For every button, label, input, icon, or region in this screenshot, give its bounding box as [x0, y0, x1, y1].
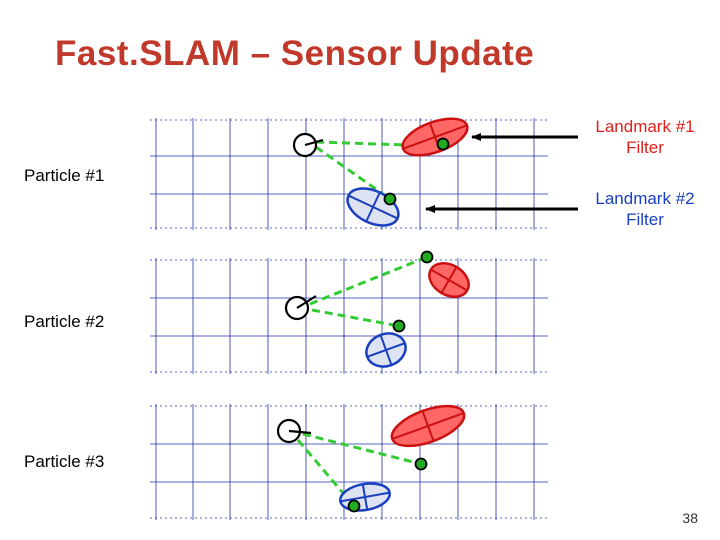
particle-2-label: Particle #2	[24, 312, 105, 331]
grid-panel-1	[150, 118, 548, 230]
landmark-1-label-line1: Landmark #1	[595, 117, 695, 136]
particle-3-label: Particle #3	[24, 452, 105, 471]
slide-title: Fast.SLAM – Sensor Update	[55, 34, 535, 73]
particle-2-landmark-1-ellipse	[428, 262, 470, 298]
landmark-1-filter-label: Landmark #1 Filter	[575, 116, 715, 158]
particle-3-observation-landmark-2	[347, 499, 361, 513]
ellipse-minor-axis	[361, 484, 369, 510]
particle-1-landmark-2-ellipse	[346, 187, 400, 227]
particle-3-measurement-landmark-1	[302, 432, 422, 466]
ellipse-minor-axis	[365, 192, 381, 222]
robot-heading	[296, 295, 317, 309]
particle-3-observation-landmark-1	[414, 457, 428, 471]
particle-1-measurement-landmark-2	[315, 145, 391, 201]
slide-number: 38	[682, 510, 698, 526]
particle-1-observation-landmark-2	[383, 192, 397, 206]
particle-2-measurement-landmark-1	[309, 255, 428, 306]
robot-heading	[288, 429, 312, 435]
grid-panel-2	[150, 258, 548, 374]
particle-2-robot-pose	[284, 295, 317, 321]
landmark-1-label-line2: Filter	[626, 138, 664, 157]
ellipse-minor-axis	[440, 266, 458, 294]
particle-2-measurement-landmark-2	[311, 308, 400, 328]
ellipse-minor-axis	[379, 334, 393, 366]
particle-3-robot-pose	[276, 418, 312, 444]
particle-1-robot-pose	[292, 132, 324, 158]
particle-1-label: Particle #1	[24, 166, 105, 185]
landmark-2-label-line2: Filter	[626, 210, 664, 229]
landmark-2-filter-label: Landmark #2 Filter	[575, 188, 715, 230]
ellipse-minor-axis	[421, 410, 435, 442]
particle-2-landmark-2-ellipse	[365, 332, 407, 368]
particle-1-observation-landmark-1	[436, 137, 450, 151]
particle-1-landmark-1-ellipse	[401, 117, 469, 157]
landmark-2-label-line1: Landmark #2	[595, 189, 695, 208]
particle-1-measurement-landmark-1	[315, 140, 439, 148]
particle-3-landmark-2-ellipse	[339, 482, 391, 512]
particle-2-observation-landmark-2	[392, 319, 406, 333]
particle-3-landmark-1-ellipse	[390, 404, 466, 448]
particle-2-observation-landmark-1	[420, 250, 434, 264]
robot-heading	[304, 138, 324, 147]
